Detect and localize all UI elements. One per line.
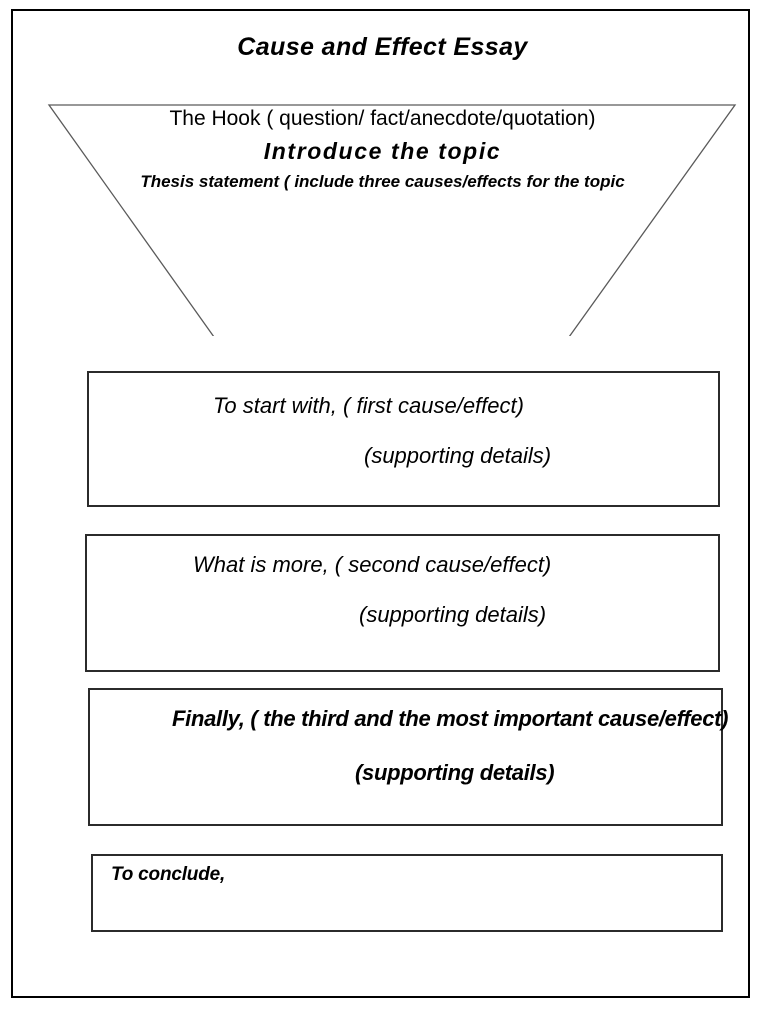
page-frame: Cause and Effect Essay The Hook ( questi…	[11, 9, 750, 998]
body-paragraph-box-third[interactable]: Finally, ( the third and the most import…	[88, 688, 729, 826]
body-paragraph-box-second[interactable]: What is more, ( second cause/effect) (su…	[85, 534, 720, 672]
body-paragraph-box-first[interactable]: To start with, ( first cause/effect) (su…	[87, 371, 720, 507]
intro-topic-line: Introduce the topic	[263, 138, 502, 164]
conclusion-box[interactable]: To conclude,	[91, 854, 723, 932]
body-paragraph-second-details-line: (supporting details)	[359, 602, 547, 627]
body-paragraph-first-details-line: (supporting details)	[364, 443, 552, 468]
introduction-text-group: The Hook ( question/ fact/anecdote/quota…	[27, 105, 738, 194]
intro-thesis-line: Thesis statement ( include three causes/…	[140, 172, 625, 191]
body-paragraph-third-main-line: Finally, ( the third and the most import…	[172, 706, 729, 731]
body-paragraph-first-main-line: To start with, ( first cause/effect)	[213, 393, 524, 418]
page-title: Cause and Effect Essay	[237, 33, 528, 61]
body-paragraph-third-details-line: (supporting details)	[355, 760, 555, 785]
conclusion-main-line: To conclude,	[111, 864, 226, 885]
body-paragraph-second-main-line: What is more, ( second cause/effect)	[193, 552, 552, 577]
intro-hook-line: The Hook ( question/ fact/anecdote/quota…	[169, 107, 596, 130]
